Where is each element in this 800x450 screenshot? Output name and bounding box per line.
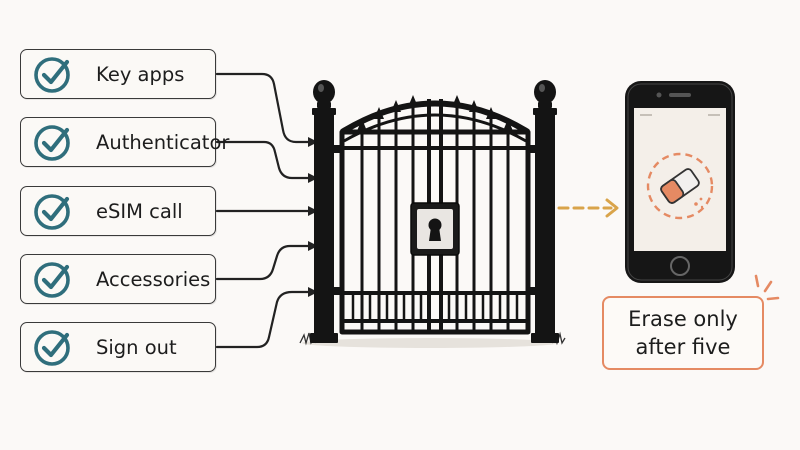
connector-arrowhead: [308, 287, 318, 297]
checklist-item-label: Authenticator: [96, 130, 230, 154]
eraser-icon: [646, 152, 714, 220]
erase-callout: Erase only after five: [602, 296, 764, 370]
smartphone-icon: [625, 81, 735, 283]
check-circle-icon: [34, 57, 70, 93]
checklist-item-label: Key apps: [96, 62, 185, 86]
connector-arrowhead: [308, 137, 318, 147]
checklist-item-label: Accessories: [96, 267, 211, 291]
connector-accessories: [215, 244, 312, 281]
checklist-item-label: Sign out: [96, 335, 177, 359]
erase-callout-line2: after five: [635, 335, 731, 359]
check-circle-icon: [34, 262, 70, 298]
erase-callout-line1: Erase only: [628, 307, 738, 331]
connector-arrowhead: [308, 173, 318, 183]
keyhole-lock-icon: [410, 202, 460, 256]
checklist-item-sign-out: Sign out: [20, 322, 216, 372]
checklist-item-accessories: Accessories: [20, 254, 216, 304]
connector-authenticator: [215, 140, 312, 180]
connector-key-apps: [215, 72, 312, 144]
connector-arrowhead: [308, 241, 318, 251]
connector-sign-out: [215, 290, 312, 349]
check-circle-icon: [34, 330, 70, 366]
dashed-arrow: [557, 198, 619, 218]
locked-gate-icon: [299, 80, 566, 348]
checklist-item-label: eSIM call: [96, 199, 183, 223]
check-circle-icon: [34, 125, 70, 161]
highlight-burst-icon: [754, 274, 780, 301]
checklist-item-esim-call: eSIM call: [20, 186, 216, 236]
checklist-item-key-apps: Key apps: [20, 49, 216, 99]
connector-arrowhead: [308, 206, 318, 216]
checklist-item-authenticator: Authenticator: [20, 117, 229, 167]
check-circle-icon: [34, 194, 70, 230]
